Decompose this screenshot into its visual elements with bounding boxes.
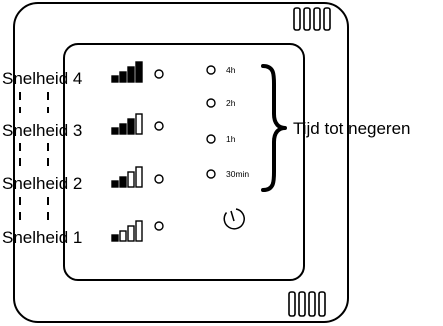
timer-group-brace bbox=[261, 64, 287, 192]
timer-label: 2h bbox=[226, 98, 236, 108]
timer-label: 1h bbox=[226, 134, 236, 144]
speed-indicator-led[interactable] bbox=[154, 221, 164, 231]
timer-row: 2h bbox=[206, 98, 236, 108]
brace-label: Tijd tot negeren bbox=[293, 119, 411, 138]
speed-label: Snelheid 4 bbox=[2, 69, 82, 88]
speed-indicator-led[interactable] bbox=[154, 69, 164, 79]
timer-row: 1h bbox=[206, 134, 236, 144]
timer-label: 4h bbox=[226, 65, 236, 75]
speed-label: Snelheid 1 bbox=[2, 228, 82, 247]
speed-indicator-led[interactable] bbox=[154, 121, 164, 131]
signal-bars-icon bbox=[111, 220, 143, 242]
speed-label: Snelheid 2 bbox=[2, 174, 82, 193]
timer-row: 30min bbox=[206, 169, 249, 179]
leader-lines bbox=[19, 92, 49, 220]
signal-bars-icon bbox=[111, 113, 143, 135]
inner-panel bbox=[63, 43, 305, 281]
speed-row: Snelheid 2 bbox=[2, 166, 164, 193]
vent-grille-bottom bbox=[288, 291, 326, 317]
vent-grille-top bbox=[293, 7, 331, 31]
timer-row: 4h bbox=[206, 65, 236, 75]
signal-bars-icon bbox=[111, 166, 143, 188]
speed-row: Snelheid 3 bbox=[2, 113, 164, 140]
speed-row: Snelheid 4 bbox=[2, 61, 164, 88]
speed-indicator-led[interactable] bbox=[154, 174, 164, 184]
timer-label: 30min bbox=[226, 169, 249, 179]
signal-bars-icon bbox=[111, 61, 143, 83]
timer-indicator-led[interactable] bbox=[206, 98, 216, 108]
timer-indicator-led[interactable] bbox=[206, 169, 216, 179]
timer-indicator-led[interactable] bbox=[206, 65, 216, 75]
outer-housing bbox=[13, 2, 349, 323]
speed-label: Snelheid 3 bbox=[2, 121, 82, 140]
timer-icon[interactable] bbox=[223, 208, 245, 230]
speed-row: Snelheid 1 bbox=[2, 220, 164, 247]
timer-indicator-led[interactable] bbox=[206, 134, 216, 144]
